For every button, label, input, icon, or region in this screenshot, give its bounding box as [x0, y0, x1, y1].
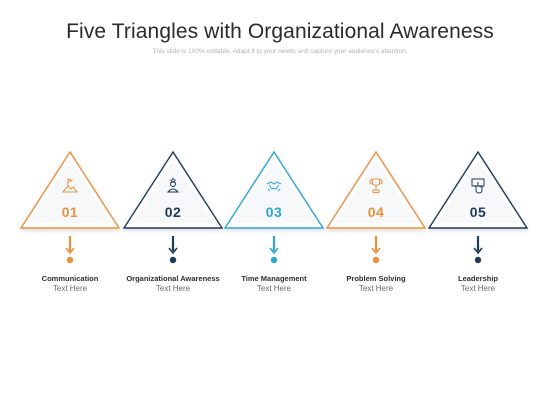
trophy-icon [369, 178, 383, 193]
triangle-shape [427, 150, 529, 229]
slide-title: Five Triangles with Organizational Aware… [66, 20, 494, 43]
step-item-2: 02 Organizational Awareness Text Here [120, 148, 226, 298]
step-number: 01 [61, 204, 79, 220]
handshake-icon [266, 181, 282, 192]
step-number: 05 [469, 204, 487, 220]
down-arrow-connector [473, 236, 483, 264]
step-number: 03 [265, 204, 283, 220]
step-label: Problem Solving [346, 274, 406, 283]
step-item-5: 05 Leadership Text Here [425, 148, 531, 298]
step-item-3: 03 Time Management Text Here [221, 148, 327, 298]
step-number: 04 [367, 204, 385, 220]
step-item-4: 04 Problem Solving Text Here [323, 148, 429, 298]
step-sublabel: Text Here [52, 284, 88, 293]
step-label: Leadership [457, 274, 498, 283]
step-sublabel: Text Here [155, 284, 191, 293]
step-sublabel: Text Here [460, 284, 496, 293]
step-label: Organizational Awareness [126, 274, 220, 283]
hand-pointer-icon [471, 178, 485, 194]
step-label: Communication [41, 274, 99, 283]
down-arrow-connector [371, 236, 381, 264]
step-sublabel: Text Here [358, 284, 394, 293]
flag-on-hill-icon [61, 178, 79, 193]
step-item-1: 01 Communication Text Here [17, 148, 123, 298]
person-with-star-icon [166, 177, 180, 193]
slide-subtitle: This slide is 100% editable. Adapt it to… [152, 48, 408, 55]
down-arrow-connector [269, 236, 279, 264]
triangle-shape [223, 150, 325, 229]
step-number: 02 [164, 204, 182, 220]
down-arrow-connector [168, 236, 178, 264]
step-sublabel: Text Here [256, 284, 292, 293]
step-label: Time Management [241, 274, 307, 283]
down-arrow-connector [65, 236, 75, 264]
